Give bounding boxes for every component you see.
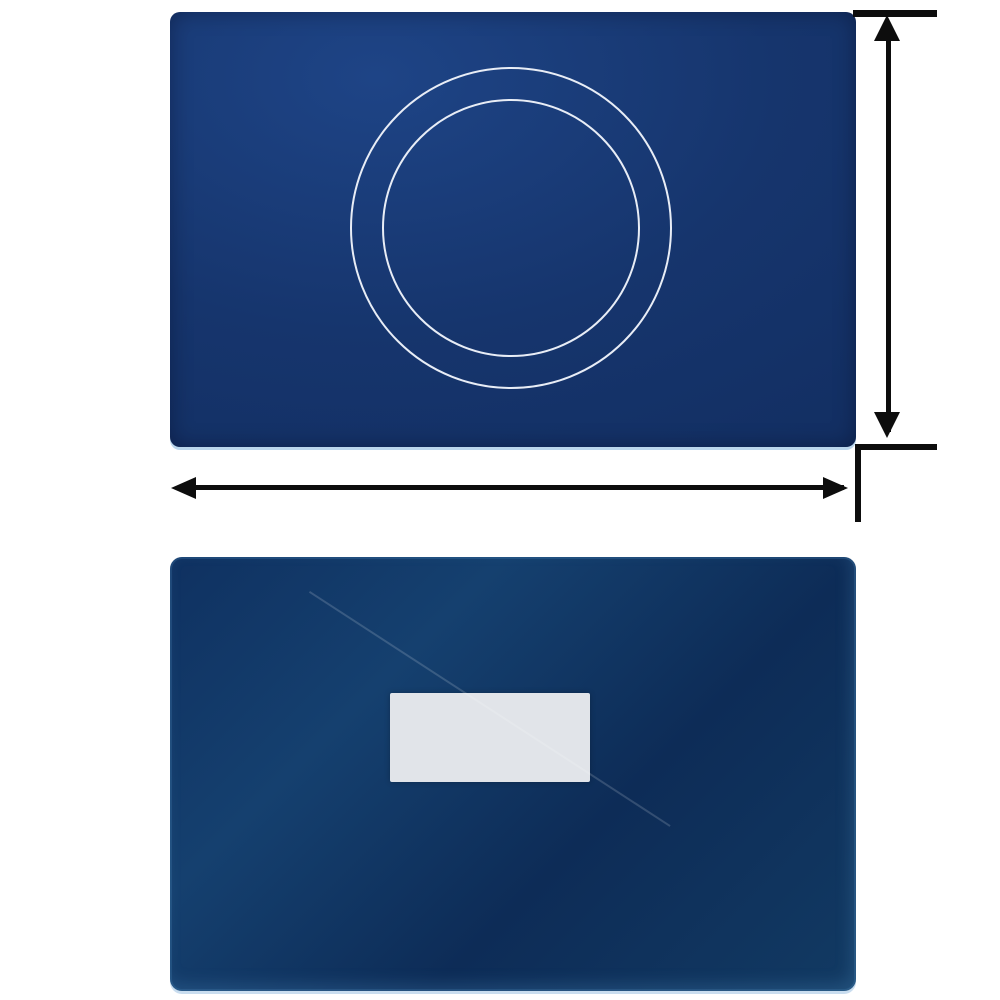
dimension-corner-h [855,444,937,450]
smd-practice-pcb [170,12,856,447]
u2-label [442,296,474,307]
pcb-ruler-board [170,557,856,991]
arrow-down-icon [874,412,900,438]
led-ring-inner-circle [382,99,640,357]
surface-scratch [309,591,671,827]
blank-label-sticker [390,693,590,782]
u1-label [392,224,426,235]
dimension-corner-v [855,444,861,522]
arrow-right-icon [823,477,848,499]
arrow-up-icon [874,15,900,41]
led-ring-outer-circle [350,67,672,389]
arrow-left-icon [171,477,196,499]
dimension-extension-top [853,10,937,17]
height-dimension-line [886,24,891,432]
width-dimension-line [182,485,844,490]
